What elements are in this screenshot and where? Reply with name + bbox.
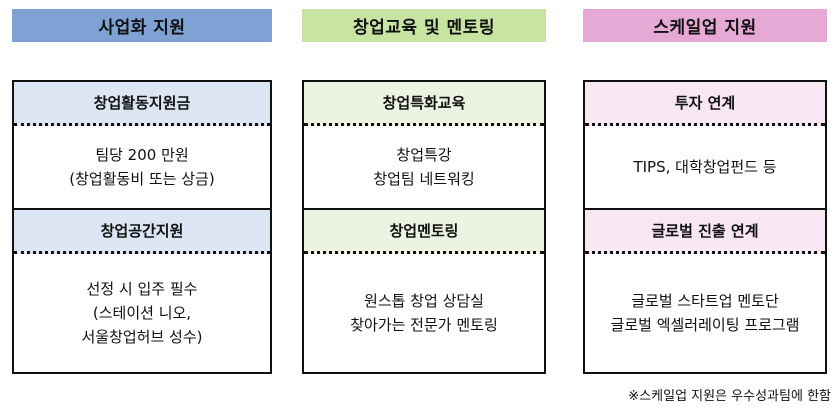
- section-title: 글로벌 진출 연계: [585, 210, 825, 254]
- section-line: 창업팀 네트워킹: [373, 170, 475, 188]
- section-body: 창업특강 창업팀 네트워킹: [304, 126, 544, 208]
- footnote: ※스케일업 지원은 우수성과팀에 한함: [628, 389, 831, 404]
- section-line: 글로벌 스타트업 멘토단: [631, 291, 779, 310]
- section-line: (창업활동비 또는 상금): [69, 170, 215, 188]
- section-line: 선정 시 입주 필수: [86, 279, 198, 298]
- section-divider: [585, 208, 825, 210]
- section-title: 투자 연계: [585, 82, 825, 126]
- section-line: 창업특강: [396, 146, 452, 164]
- program-card: 창업활동지원금 팀당 200 만원 (창업활동비 또는 상금) 창업공간지원 선…: [12, 80, 272, 374]
- section-line: 원스톱 창업 상담실: [364, 291, 484, 310]
- section-line: 글로벌 엑셀러레이팅 프로그램: [610, 315, 800, 334]
- column-education-mentoring: 창업교육 및 멘토링 창업특화교육 창업특강 창업팀 네트워킹 창업멘토링 원스…: [302, 0, 546, 374]
- section-title: 창업공간지원: [14, 210, 270, 254]
- section-title: 창업특화교육: [304, 82, 544, 126]
- column-scaleup-support: 스케일업 지원 투자 연계 TIPS, 대학창업펀드 등 글로벌 진출 연계 글…: [583, 0, 827, 374]
- section-line: (스테이션 니오,: [92, 303, 192, 322]
- column-header: 스케일업 지원: [583, 9, 827, 42]
- section-line: TIPS, 대학창업펀드 등: [633, 158, 777, 176]
- section-divider: [14, 208, 270, 210]
- section-body: 팀당 200 만원 (창업활동비 또는 상금): [14, 126, 270, 208]
- section-title: 창업활동지원금: [14, 82, 270, 126]
- program-card: 창업특화교육 창업특강 창업팀 네트워킹 창업멘토링 원스톱 창업 상담실 찾아…: [302, 80, 546, 374]
- section-line: 서울창업허브 성수): [81, 327, 203, 346]
- section-body: 선정 시 입주 필수 (스테이션 니오, 서울창업허브 성수): [14, 254, 270, 371]
- section-line: 찾아가는 전문가 멘토링: [350, 315, 498, 334]
- section-title: 창업멘토링: [304, 210, 544, 254]
- column-business-support: 사업화 지원 창업활동지원금 팀당 200 만원 (창업활동비 또는 상금) 창…: [12, 0, 272, 374]
- section-body: 원스톱 창업 상담실 찾아가는 전문가 멘토링: [304, 254, 544, 371]
- section-line: 팀당 200 만원: [95, 146, 189, 164]
- column-header: 사업화 지원: [12, 9, 272, 42]
- column-header: 창업교육 및 멘토링: [302, 9, 546, 42]
- section-divider: [304, 208, 544, 210]
- section-body: 글로벌 스타트업 멘토단 글로벌 엑셀러레이팅 프로그램: [585, 254, 825, 371]
- program-card: 투자 연계 TIPS, 대학창업펀드 등 글로벌 진출 연계 글로벌 스타트업 …: [583, 80, 827, 374]
- section-body: TIPS, 대학창업펀드 등: [585, 126, 825, 208]
